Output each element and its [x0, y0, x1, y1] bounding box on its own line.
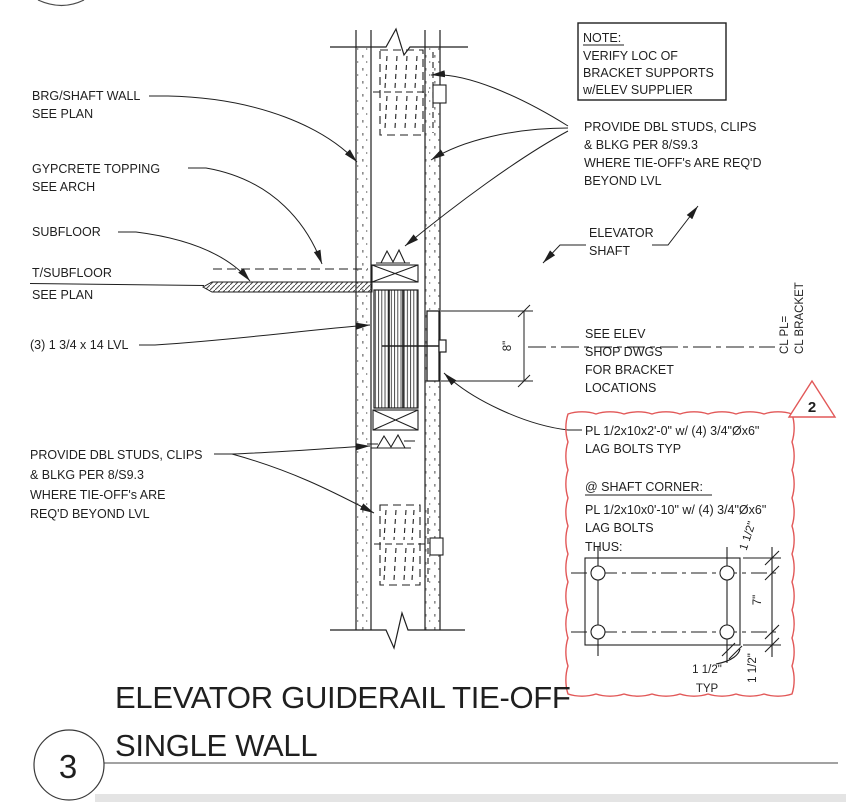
label-provide-right-4: BEYOND LVL — [584, 174, 662, 188]
cl-pl-label: CL PL= — [779, 315, 791, 354]
leader-provide-left-b — [214, 453, 375, 514]
shaft-corner-1: PL 1/2x10x0'-10" w/ (4) 3/4"Øx6" — [585, 503, 766, 517]
upper-clip-plate — [432, 84, 447, 104]
bracket-plate-and-bolt — [382, 310, 447, 382]
leader-provide-right-c — [404, 130, 569, 247]
label-see-elev-2: SHOP DWGS — [585, 345, 663, 359]
label-brg-shaft-wall-2: SEE PLAN — [32, 107, 93, 121]
wall-left-sheathing — [356, 48, 371, 630]
leader-lines — [118, 70, 699, 514]
bolt-head — [438, 339, 447, 353]
label-provide-left-4: REQ'D BEYOND LVL — [30, 507, 150, 521]
leader-plate-note — [443, 372, 582, 431]
label-see-elev-4: LOCATIONS — [585, 381, 656, 395]
wall-face-lines — [355, 30, 441, 630]
label-elevator-shaft-1: ELEVATOR — [589, 226, 654, 240]
upper-clip-symbol — [376, 248, 410, 264]
label-provide-left-3: WHERE TIE-OFF's ARE — [30, 488, 166, 502]
revision-triangle — [787, 379, 837, 418]
right-annotations: PROVIDE DBL STUDS, CLIPS & BLKG PER 8/S9… — [584, 120, 761, 395]
lower-clip-symbol — [367, 433, 415, 449]
label-see-elev-3: FOR BRACKET — [585, 363, 674, 377]
label-provide-right-2: & BLKG PER 8/S9.3 — [584, 138, 698, 152]
label-provide-right-3: WHERE TIE-OFF's ARE REQ'D — [584, 156, 761, 170]
cl-bracket-label: CL BRACKET — [794, 282, 806, 354]
shaft-corner-heading: @ SHAFT CORNER: — [585, 480, 703, 494]
upper-hidden-blocking — [373, 49, 447, 136]
label-provide-left-2: & BLKG PER 8/S9.3 — [30, 468, 144, 482]
note-line-2: BRACKET SUPPORTS — [583, 66, 714, 80]
dim-1-5-typ-2: TYP — [696, 683, 719, 695]
break-line-bottom — [330, 610, 465, 650]
label-see-elev-1: SEE ELEV — [585, 327, 646, 341]
label-t-subfloor-1: T/SUBFLOOR — [32, 266, 112, 280]
detail-bubble — [33, 729, 105, 801]
label-gypcrete-1: GYPCRETE TOPPING — [32, 162, 160, 176]
shaft-corner-2: LAG BOLTS — [585, 521, 654, 535]
note-line-1: VERIFY LOC OF — [583, 49, 678, 63]
label-brg-shaft-wall-1: BRG/SHAFT WALL — [32, 89, 140, 103]
leader-gypcrete — [188, 167, 323, 265]
dim-1-5-typ-1: 1 1/2" — [692, 664, 722, 676]
detail-number: 3 — [59, 748, 77, 785]
note-line-3: w/ELEV SUPPLIER — [582, 83, 693, 97]
leader-lvl — [139, 322, 371, 346]
note-box: NOTE: VERIFY LOC OF BRACKET SUPPORTS w/E… — [577, 22, 727, 101]
lower-clip-plate — [429, 537, 444, 556]
leader-brg-shaft-wall — [149, 95, 358, 163]
revision-number: 2 — [808, 399, 816, 416]
label-gypcrete-2: SEE ARCH — [32, 180, 95, 194]
title-block: ELEVATOR GUIDERAIL TIE-OFF SINGLE WALL 3 — [33, 680, 838, 801]
cropped-detail-bubble-arc — [37, 0, 85, 7]
detail-title-line-1: ELEVATOR GUIDERAIL TIE-OFF — [115, 680, 571, 715]
shaft-corner-3: THUS: — [585, 540, 623, 554]
leader-provide-left-a — [214, 443, 371, 455]
label-lvl: (3) 1 3/4 x 14 LVL — [30, 338, 128, 352]
upper-x-blocking — [371, 248, 419, 283]
label-provide-left-1: PROVIDE DBL STUDS, CLIPS — [30, 448, 203, 462]
bolt-pattern-diagram — [571, 547, 781, 665]
label-t-subfloor-2: SEE PLAN — [32, 288, 93, 302]
plate-note-1: PL 1/2x10x2'-0" w/ (4) 3/4"Øx6" — [585, 424, 759, 438]
label-provide-right-1: PROVIDE DBL STUDS, CLIPS — [584, 120, 757, 134]
floor-assembly — [29, 268, 373, 293]
leader-elevator-shaft-right — [652, 205, 699, 246]
revision-cloud-group: 2 PL 1/2x10x2'-0" w/ (4) 3/4"Øx6" LAG BO… — [565, 379, 837, 697]
leader-elevator-shaft-left — [542, 244, 586, 264]
leader-provide-right-b — [430, 127, 569, 161]
dim-1-5-bottom: 1 1/2" — [747, 653, 759, 683]
label-elevator-shaft-2: SHAFT — [589, 244, 630, 258]
t-subfloor-leader-line — [29, 283, 205, 286]
dim-8in-label: 8" — [502, 341, 514, 351]
lower-x-blocking — [367, 409, 419, 449]
leader-provide-right-a — [430, 70, 569, 127]
break-line-top — [330, 27, 468, 57]
lower-hidden-blocking — [374, 504, 444, 586]
revision-cloud — [565, 411, 795, 697]
left-annotations: BRG/SHAFT WALL SEE PLAN GYPCRETE TOPPING… — [30, 89, 203, 521]
leader-subfloor — [118, 231, 251, 282]
subfloor-band — [201, 281, 373, 293]
note-heading: NOTE: — [583, 31, 621, 45]
bottom-edge-strip — [95, 794, 846, 802]
plate-note-2: LAG BOLTS TYP — [585, 442, 681, 456]
wall-section — [330, 27, 468, 650]
label-subfloor: SUBFLOOR — [32, 225, 101, 239]
lvl-member — [373, 289, 419, 409]
detail-title-line-2: SINGLE WALL — [115, 728, 317, 763]
dim-7: 7" — [752, 595, 764, 605]
